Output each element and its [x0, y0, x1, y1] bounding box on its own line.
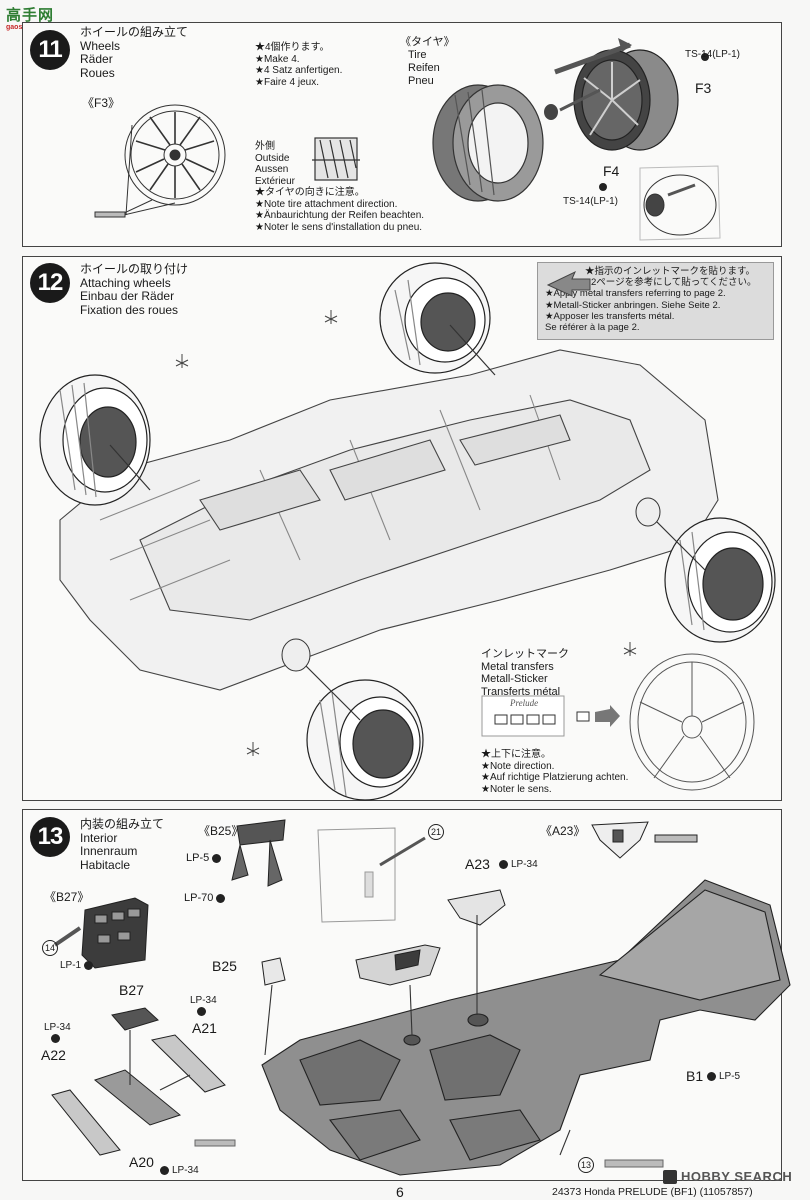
page-number: 6	[396, 1184, 404, 1200]
metal-transfer-note: ★指示のインレットマークを貼ります。 2ページを参考にして貼ってください。 ★A…	[545, 266, 757, 334]
logo-badge-icon	[663, 1169, 677, 1184]
lp5-b1-label: LP-5	[707, 1071, 740, 1082]
pin-icon	[51, 1033, 61, 1043]
f4-part-label: F4	[603, 163, 620, 179]
pin-icon	[197, 1006, 207, 1016]
sticker-prelude-text: Prelude	[510, 698, 539, 708]
logo-text: HOBBY SEARCH	[681, 1169, 793, 1184]
a23-reference-label: 《A23》	[540, 824, 586, 838]
tire-label: 《タイヤ》 Tire Reifen Pneu	[400, 36, 455, 87]
watermark-top: 高手网	[6, 7, 55, 24]
a22-part-label: A22	[41, 1047, 66, 1063]
tire-direction-note: ★タイヤの向きに注意。 ★Note tire attachment direct…	[255, 187, 425, 233]
lp1-label: LP-1	[60, 960, 96, 971]
b25-reference-label: 《B25》	[198, 824, 244, 838]
make-four-note: ★4個作ります。 ★Make 4. ★4 Satz anfertigen. ★F…	[255, 42, 343, 88]
pin-icon	[499, 859, 508, 869]
lp5-label-a: LP-5	[186, 852, 224, 864]
lp34-a23-label: LP-34	[499, 859, 538, 870]
step-12-number: 12	[30, 263, 70, 303]
pin-icon	[83, 960, 93, 970]
step-13-number: 13	[30, 817, 70, 857]
ts14-top-label: TS-14(LP-1)	[685, 49, 741, 60]
pin-icon	[707, 1071, 716, 1081]
product-code: 24373 Honda PRELUDE (BF1) (11057857)	[552, 1186, 753, 1198]
metal-transfers-label: インレットマーク Metal transfers Metall-Sticker …	[481, 648, 569, 698]
ref-step-21-label: 21	[428, 824, 444, 840]
pin-icon	[212, 853, 222, 863]
step-13-title: 内装の組み立て Interior Innenraum Habitacle	[80, 817, 165, 872]
lp34-a22-label: LP-34	[44, 1022, 71, 1044]
pin-icon	[160, 1165, 169, 1175]
lp34-a21-label: LP-34	[190, 995, 217, 1017]
f3-part-label: F3	[695, 80, 712, 96]
direction-note: ★上下に注意。 ★Note direction. ★Auf richtige P…	[481, 749, 629, 795]
b27-part-label: B27	[119, 982, 144, 998]
hobby-search-logo: HOBBY SEARCH	[663, 1169, 792, 1184]
a21-part-label: A21	[192, 1020, 217, 1036]
lp34-a20-label: LP-34	[160, 1165, 199, 1176]
step-11-number: 11	[30, 30, 70, 70]
ref-step-13-label: 13	[578, 1157, 594, 1173]
outside-label: 外側 Outside Aussen Extérieur	[255, 141, 296, 187]
b27-reference-label: 《B27》	[44, 890, 90, 904]
pin-icon	[216, 893, 226, 903]
step-11-title: ホイールの組み立て Wheels Räder Roues	[80, 25, 189, 80]
b1-part-label: B1	[686, 1068, 704, 1084]
f3-reference-label: 《F3》	[82, 96, 121, 110]
lp70-label: LP-70	[184, 892, 228, 904]
step-12-title: ホイールの取り付け Attaching wheels Einbau der Rä…	[80, 262, 189, 317]
b25-part-label: B25	[212, 958, 237, 974]
ts14-bottom-label: TS-14(LP-1)	[563, 196, 619, 207]
ref-step-14-label: 14	[42, 940, 58, 956]
a20-part-label: A20	[129, 1154, 154, 1170]
a23-part-label: A23	[465, 856, 490, 872]
